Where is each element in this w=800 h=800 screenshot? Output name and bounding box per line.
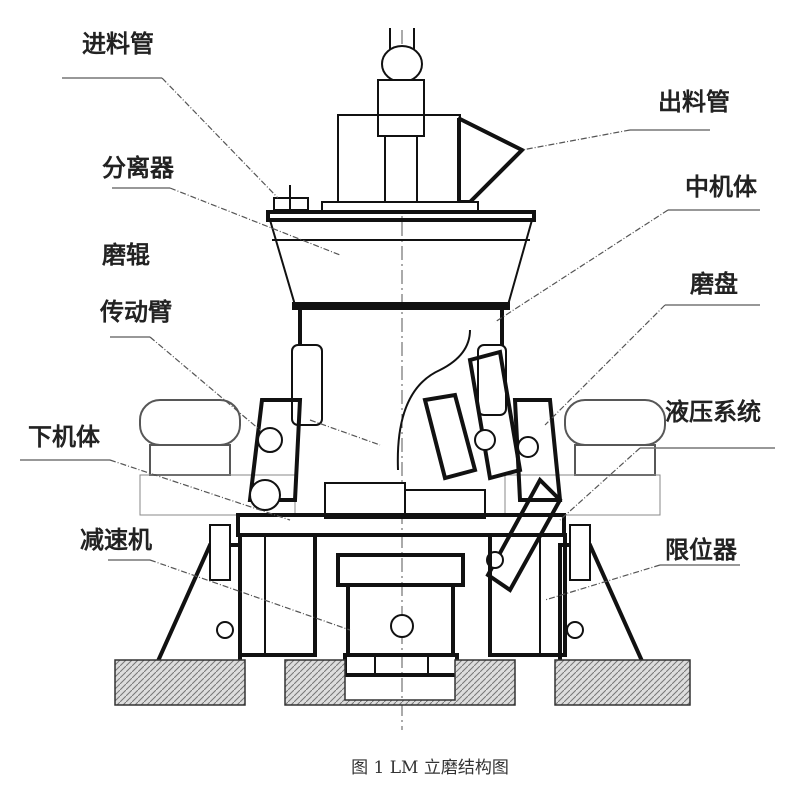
separator-shape	[266, 210, 536, 222]
label-grinding-roller: 磨辊	[102, 241, 150, 269]
label-separator: 分离器	[102, 154, 175, 182]
grinding-disc-shape	[236, 482, 566, 537]
separator-flange	[292, 302, 510, 310]
figure-caption: 图 1 LM 立磨结构图	[351, 758, 509, 778]
label-drive-arm: 传动臂	[99, 298, 172, 326]
separator-drive	[337, 28, 461, 203]
label-grinding-disc: 磨盘	[690, 270, 738, 298]
separator-cone	[269, 219, 533, 306]
label-middle-body: 中机体	[685, 173, 758, 201]
label-feed-pipe: 进料管	[82, 30, 154, 58]
label-limiter: 限位器	[665, 536, 738, 564]
leader-lines	[20, 77, 775, 631]
label-discharge-pipe: 出料管	[658, 88, 730, 116]
foundation	[114, 659, 691, 706]
label-hydraulic-system: 液压系统	[665, 398, 761, 426]
discharge-pipe-shape	[457, 116, 526, 204]
hydraulic-units	[139, 399, 666, 516]
reducer-shape	[336, 553, 465, 677]
label-lower-body: 下机体	[28, 423, 101, 451]
label-reducer: 减速机	[80, 526, 152, 554]
